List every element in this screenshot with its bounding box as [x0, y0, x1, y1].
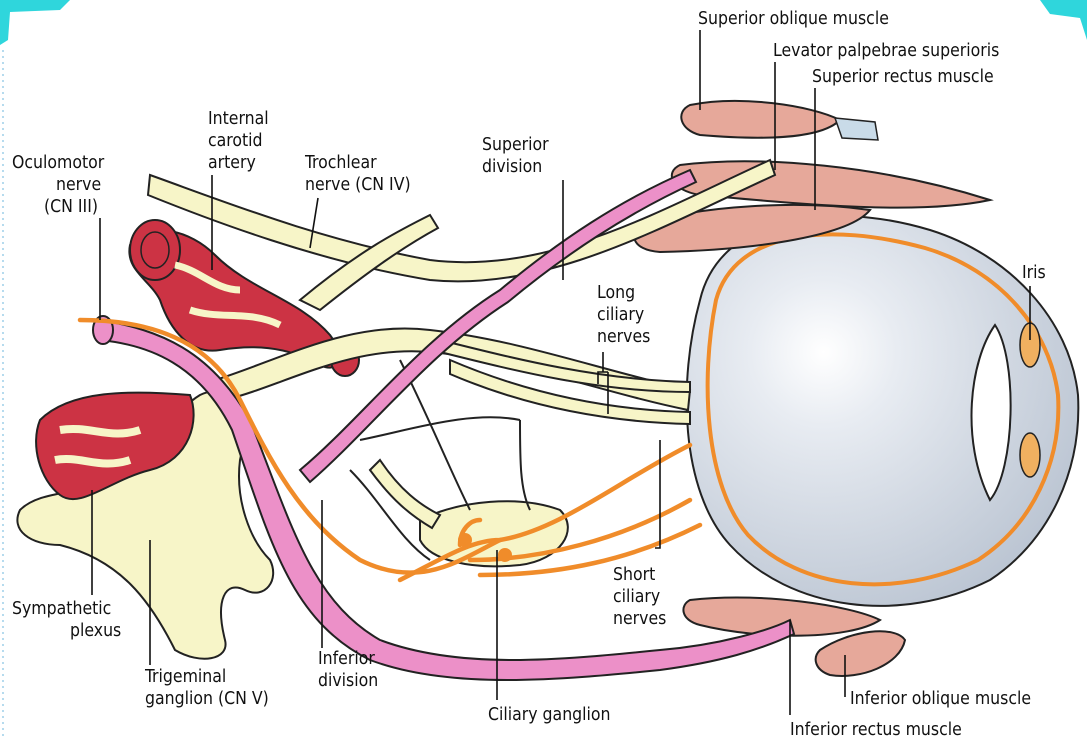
label-inferior-rectus: Inferior rectus muscle — [790, 720, 962, 740]
inferior-oblique-muscle — [816, 631, 905, 676]
label-ciliary-ganglion: Ciliary ganglion — [488, 705, 611, 725]
frame-accent-right — [1040, 0, 1087, 40]
label-short-ciliary-2: ciliary — [613, 587, 660, 607]
superior-oblique-tendon — [835, 118, 878, 140]
superior-division-nerve — [300, 170, 696, 482]
label-internal-carotid-1: Internal — [208, 109, 269, 129]
label-trochlear-1: Trochlear — [304, 153, 377, 173]
label-oculomotor-3: (CN III) — [44, 197, 98, 217]
ganglion-node-1 — [458, 533, 472, 547]
superior-oblique-muscle — [681, 101, 840, 138]
label-oculomotor-1: Oculomotor — [12, 153, 105, 173]
label-oculomotor-2: nerve — [56, 175, 101, 195]
label-sympathetic-1: Sympathetic — [12, 599, 111, 619]
label-sympathetic-2: plexus — [70, 621, 121, 641]
ganglion-node-2 — [498, 548, 512, 562]
label-inferior-oblique: Inferior oblique muscle — [850, 689, 1031, 709]
frame-accent-left — [0, 0, 70, 45]
label-superior-rectus: Superior rectus muscle — [812, 67, 994, 87]
label-superior-division-1: Superior — [482, 135, 549, 155]
label-long-ciliary-3: nerves — [597, 327, 650, 347]
label-long-ciliary-1: Long — [597, 283, 635, 303]
iris-lower — [1020, 433, 1040, 477]
label-superior-oblique: Superior oblique muscle — [698, 9, 889, 29]
label-short-ciliary-3: nerves — [613, 609, 666, 629]
ganglion-root-1 — [370, 460, 440, 528]
label-short-ciliary-1: Short — [613, 565, 655, 585]
label-long-ciliary-2: ciliary — [597, 305, 644, 325]
label-levator: Levator palpebrae superioris — [773, 41, 999, 61]
label-trigeminal-2: ganglion (CN V) — [145, 689, 269, 709]
label-trigeminal-1: Trigeminal — [144, 667, 226, 687]
label-inferior-division-1: Inferior — [318, 649, 375, 669]
label-iris: Iris — [1022, 263, 1046, 283]
eyeball — [687, 216, 1079, 606]
label-superior-division-2: division — [482, 157, 542, 177]
label-internal-carotid-3: artery — [208, 153, 256, 173]
label-inferior-division-2: division — [318, 671, 378, 691]
label-internal-carotid-2: carotid — [208, 131, 263, 151]
label-trochlear-2: nerve (CN IV) — [305, 175, 411, 195]
